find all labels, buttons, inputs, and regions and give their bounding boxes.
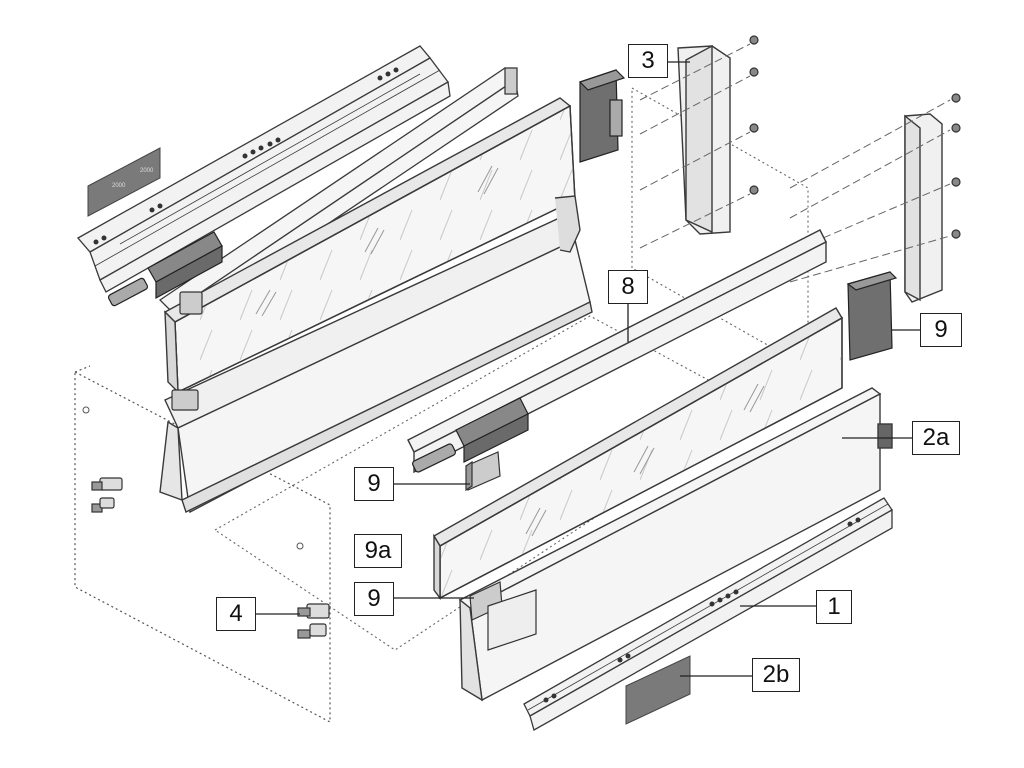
- callout-9-lower: 9: [354, 582, 394, 616]
- label-plate-left: 2000 2000: [87, 147, 161, 217]
- end-cap-right: [846, 271, 898, 361]
- front-fixing-bracket-upper: [91, 477, 123, 513]
- drawer-profile-left: [159, 195, 593, 514]
- fixing-bracket-left-rear: [171, 291, 203, 411]
- rear-connector-block: [578, 69, 626, 163]
- callout-9-middle: 9: [354, 467, 394, 501]
- screws-right-profile: [951, 93, 961, 239]
- rear-wall-profile-right: [904, 113, 943, 303]
- callout-9a: 9a: [354, 534, 402, 568]
- front-fixing-bracket-lower: [297, 603, 330, 639]
- runner-right-holes: [543, 517, 861, 703]
- leader-lines: [256, 61, 920, 677]
- screw-guide-lines-rear: [639, 43, 751, 249]
- runner-left-holes: [93, 67, 399, 245]
- drawer-side-right: [458, 387, 893, 702]
- svg-text:2000: 2000: [140, 168, 154, 174]
- callout-2a: 2a: [912, 421, 960, 455]
- glass-reflection-front: [525, 383, 765, 537]
- soft-close-unit-left: [107, 231, 223, 307]
- callout-4: 4: [216, 597, 256, 631]
- svg-text:2000: 2000: [112, 183, 126, 189]
- mounting-hole: [296, 542, 304, 550]
- screws-rear-profile: [749, 35, 759, 195]
- runner-left: [76, 45, 451, 293]
- runner-right: [523, 497, 893, 731]
- callout-3: 3: [628, 44, 668, 78]
- fixing-bracket-middle: [465, 451, 501, 492]
- callout-1: 1: [816, 590, 852, 624]
- callout-8: 8: [608, 270, 648, 304]
- soft-close-unit-middle: [412, 397, 529, 473]
- drawer-side-left: [163, 97, 576, 394]
- glass-reflection-left: [255, 165, 499, 317]
- callout-2b: 2b: [752, 658, 800, 692]
- fixing-bracket-lower: [469, 581, 537, 651]
- label-plate-right: [625, 655, 691, 725]
- rear-wall-profile: [677, 44, 731, 235]
- mounting-hole: [82, 406, 90, 414]
- callout-9-right: 9: [920, 313, 962, 347]
